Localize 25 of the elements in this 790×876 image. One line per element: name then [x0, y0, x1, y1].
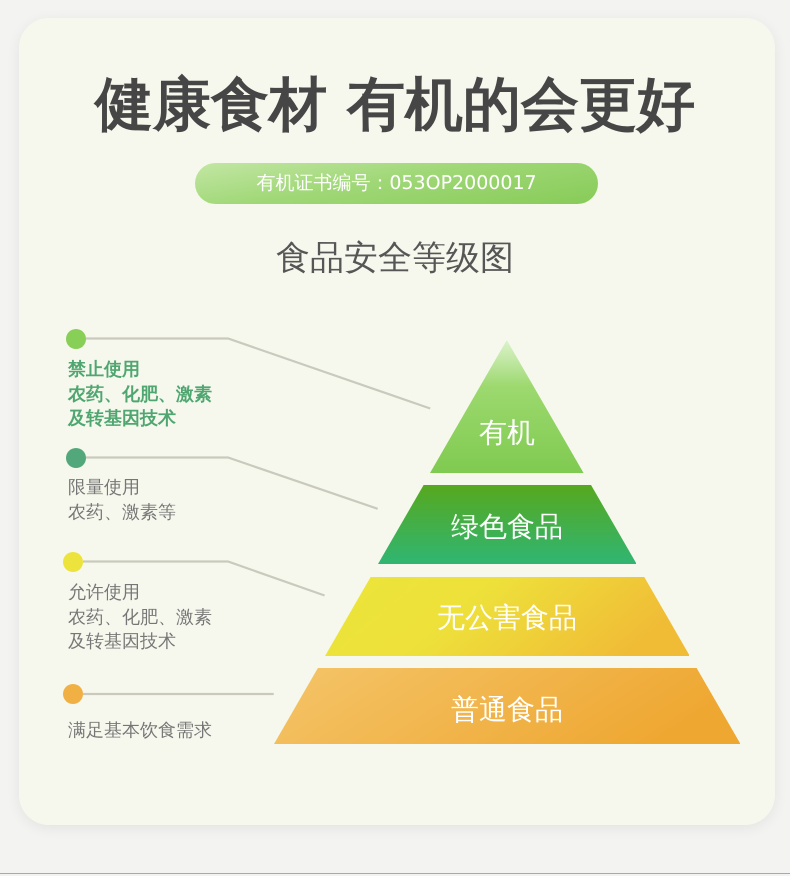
annotation-text: 满足基本饮食需求	[68, 719, 212, 743]
tier-label: 有机	[478, 415, 535, 451]
annotation-heading: 允许使用	[68, 581, 140, 605]
tier-label: 绿色食品	[450, 509, 563, 545]
title: 健康食材 有机的会更好	[94, 69, 696, 140]
bullet-dot-icon	[66, 328, 86, 348]
chart-heading: 食品安全等级图	[276, 237, 514, 280]
annotation-text: 农药、化肥、激素及转基因技术	[68, 606, 213, 654]
leader-line	[83, 692, 274, 696]
pyramid-tier	[430, 340, 584, 473]
annotation-heading: 限量使用	[68, 476, 140, 500]
pyramid-tier	[324, 577, 690, 656]
certificate-number-pill: 有机证书编号：053OP2000017	[195, 163, 598, 204]
annotation-heading: 禁止使用	[68, 358, 140, 382]
leader-line	[83, 560, 325, 597]
pyramid-tier	[378, 485, 636, 564]
leader-line	[86, 456, 378, 510]
bullet-dot-icon	[63, 684, 83, 704]
bullet-dot-icon	[63, 552, 83, 572]
leader-line	[86, 337, 431, 410]
annotation-text: 农药、激素等	[68, 500, 176, 524]
tier-label: 无公害食品	[436, 600, 577, 636]
tier-label: 普通食品	[450, 692, 563, 728]
bullet-dot-icon	[66, 448, 86, 468]
annotation-text: 农药、化肥、激素及转基因技术	[68, 382, 213, 431]
